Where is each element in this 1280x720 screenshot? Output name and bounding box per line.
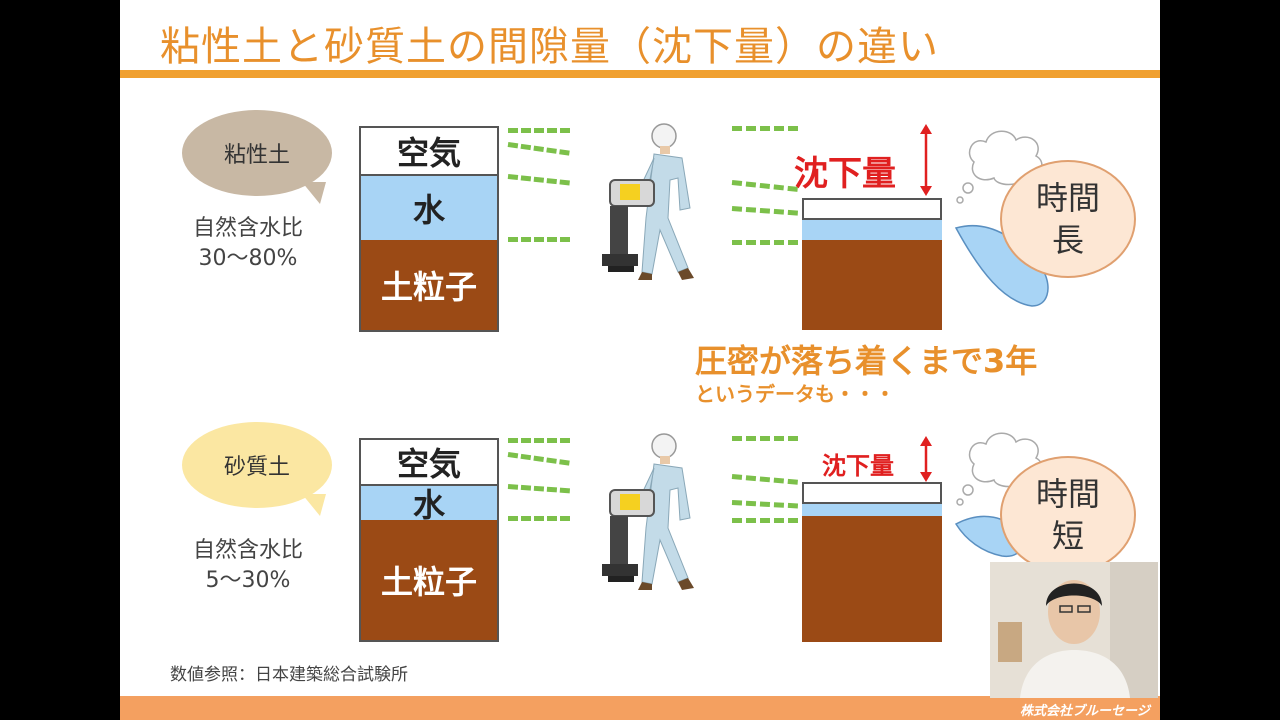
sand-dash-bottom xyxy=(508,516,570,521)
sand-bubble: 砂質土 xyxy=(182,422,332,516)
sand-ratio-range: 5～30% xyxy=(205,568,291,593)
sand-layer-water: 水 xyxy=(361,486,497,524)
sand-bubble-label: 砂質土 xyxy=(223,455,290,480)
slide: 粘性土と砂質土の間隙量（沈下量）の違い 粘性土 自然含水比 30～80% 空気 … xyxy=(120,0,1160,720)
sand-soil-stack: 空気 水 土粒子 xyxy=(359,438,499,642)
clay-bubble: 粘性土 xyxy=(182,110,332,204)
clay-right-dash-2 xyxy=(731,180,798,192)
sand-water-ratio: 自然含水比 5～30% xyxy=(158,536,338,596)
clay-right-dash-top xyxy=(732,126,798,131)
clay-settled-water xyxy=(802,220,942,240)
source-note: 数値参照：日本建築総合試験所 xyxy=(170,665,408,685)
sand-dash-top-2 xyxy=(507,452,570,466)
sand-dash-top-1 xyxy=(508,438,570,443)
clay-settled-stack xyxy=(802,198,942,330)
clay-layer-soil: 土粒子 xyxy=(361,240,497,330)
clay-dash-top-2 xyxy=(507,142,570,156)
clay-settled-air xyxy=(802,198,942,220)
clay-dash-top-1 xyxy=(508,128,570,133)
sand-settled-water xyxy=(802,504,942,516)
sand-ratio-label: 自然含水比 xyxy=(192,538,303,563)
presenter-webcam xyxy=(990,562,1158,698)
company-name: 株式会社ブルーセージ xyxy=(1020,704,1150,719)
sand-layer-soil: 土粒子 xyxy=(361,520,497,640)
clay-time-bubble: 時間 長 xyxy=(1000,160,1136,278)
worker-with-rammer-illustration-2 xyxy=(602,433,694,590)
sand-bubble-tail xyxy=(302,494,326,516)
sand-layer-air: 空気 xyxy=(361,440,497,486)
clay-dash-bottom xyxy=(508,237,570,242)
sand-time-bubble: 時間 短 xyxy=(1000,456,1136,574)
worker-with-rammer-illustration xyxy=(602,123,694,280)
sand-dash-mid xyxy=(507,484,571,494)
sand-settlement-arrow xyxy=(920,436,932,482)
sand-right-dash-3 xyxy=(731,500,799,509)
clay-settlement-arrow xyxy=(920,124,932,196)
clay-layer-water: 水 xyxy=(361,176,497,240)
clay-bubble-label: 粘性土 xyxy=(223,143,290,168)
clay-ratio-label: 自然含水比 xyxy=(192,216,303,241)
sand-time-line1: 時間 xyxy=(1035,475,1100,513)
sand-settled-soil xyxy=(802,516,942,642)
title-underline xyxy=(120,70,1160,78)
clay-settled-soil xyxy=(802,240,942,330)
clay-dash-mid xyxy=(507,174,570,186)
sand-settlement-label: 沈下量 xyxy=(822,452,894,480)
clay-ratio-range: 30～80% xyxy=(198,246,298,271)
sand-right-dash-2 xyxy=(731,474,798,485)
clay-time-line2: 長 xyxy=(1051,221,1084,259)
footer-bar xyxy=(120,696,1160,720)
clay-water-ratio: 自然含水比 30～80% xyxy=(158,214,338,274)
compaction-subnote: というデータも・・・ xyxy=(695,382,895,406)
clay-right-dash-4 xyxy=(732,240,798,245)
sand-time-line2: 短 xyxy=(1051,517,1084,555)
sand-settled-air xyxy=(802,482,942,504)
sand-settled-stack xyxy=(802,482,942,642)
presenter-image xyxy=(990,562,1158,698)
clay-bubble-tail xyxy=(302,182,326,204)
clay-settlement-label: 沈下量 xyxy=(794,154,896,194)
compaction-note: 圧密が落ち着くまで3年 xyxy=(695,342,1038,380)
sand-right-dash-top xyxy=(732,436,798,441)
sand-right-dash-4 xyxy=(732,518,798,523)
clay-layer-air: 空気 xyxy=(361,128,497,176)
clay-soil-stack: 空気 水 土粒子 xyxy=(359,126,499,332)
clay-right-dash-3 xyxy=(731,206,799,216)
clay-time-line1: 時間 xyxy=(1035,179,1100,217)
slide-title: 粘性土と砂質土の間隙量（沈下量）の違い xyxy=(160,24,939,70)
